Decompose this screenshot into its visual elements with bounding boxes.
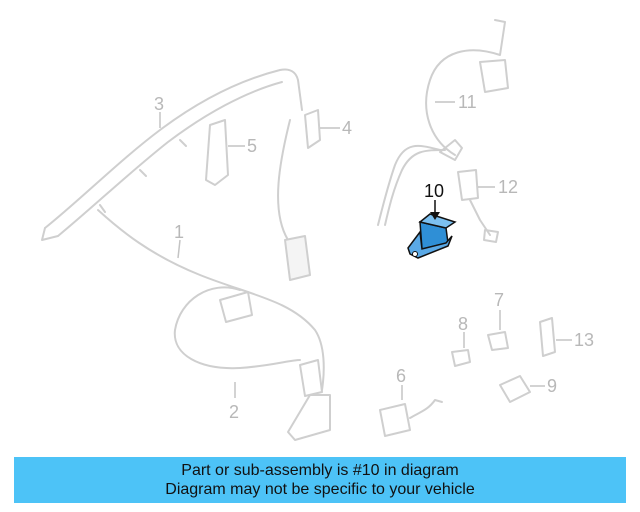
banner-line-disclaimer: Diagram may not be specific to your vehi… [165, 481, 475, 498]
info-banner: Part or sub-assembly is #10 in diagram D… [14, 457, 626, 503]
part-2-harness[interactable] [173, 286, 331, 441]
parts-diagram: 1 2 3 4 5 6 7 8 9 10 11 12 13 [41, 19, 594, 441]
leader-10-arrowhead [430, 212, 440, 220]
part-5-bracket[interactable] [205, 119, 229, 186]
callout-4: 4 [342, 118, 352, 138]
part-11-seat-belt[interactable] [377, 19, 509, 226]
part-9-pad[interactable] [499, 375, 531, 403]
part-7-clip[interactable] [487, 331, 509, 351]
callout-7: 7 [494, 290, 504, 310]
part-6-module[interactable] [379, 399, 443, 437]
callout-13: 13 [574, 330, 594, 350]
callout-5: 5 [247, 136, 257, 156]
banner-line-part: Part or sub-assembly is #10 in diagram [181, 462, 459, 479]
callout-9: 9 [547, 376, 557, 396]
callout-3: 3 [154, 94, 164, 114]
callout-2: 2 [229, 402, 239, 422]
part-4-clip[interactable] [304, 109, 321, 149]
callout-12: 12 [498, 177, 518, 197]
callout-11: 11 [458, 92, 477, 112]
part-13-bracket[interactable] [539, 317, 556, 357]
callout-10: 10 [424, 181, 444, 201]
callout-1: 1 [174, 222, 184, 242]
part-12-buckle[interactable] [457, 169, 499, 243]
part-8-clip[interactable] [451, 349, 471, 367]
callout-8: 8 [458, 314, 468, 334]
leader-1 [177, 239, 181, 259]
part-10-sensor[interactable] [407, 213, 457, 259]
callout-6: 6 [396, 366, 406, 386]
part-1-harness[interactable] [97, 119, 325, 391]
part-3-curtain-airbag[interactable] [41, 68, 303, 241]
